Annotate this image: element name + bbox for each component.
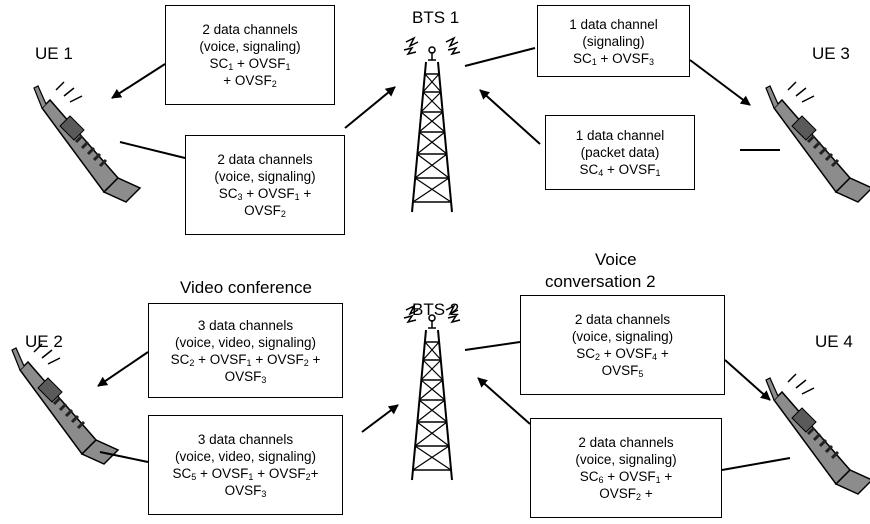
box-line: (voice, signaling)	[214, 169, 316, 184]
box-bts1-downlink-ue1: 2 data channels (voice, signaling) SC1 +…	[165, 5, 335, 105]
box-line-codes: SC4 + OVSF1	[579, 162, 661, 178]
box-line-codes: OVSF2 +	[599, 486, 653, 502]
ue1-label: UE 1	[35, 44, 73, 63]
box-line: 2 data channels	[578, 435, 674, 450]
box-line-codes: SC5 + OVSF1 + OVSF2+	[172, 466, 319, 482]
box-line-codes: OVSF2	[244, 203, 286, 219]
line-ue1-to-box	[119, 141, 186, 159]
ue3-phone-icon	[764, 80, 870, 204]
arrow-box-to-bts2	[361, 404, 399, 433]
box-line-codes: SC1 + OVSF3	[573, 50, 654, 67]
box-line: (voice, video, signaling)	[174, 449, 317, 464]
ue2-label: UE 2	[25, 332, 63, 351]
box-line: (packet data)	[580, 145, 660, 160]
arrow-box-to-bts1	[344, 86, 396, 129]
arrow-ue3-to-bts1	[479, 89, 541, 145]
line-ue4-to-box	[721, 457, 791, 471]
box-line-codes: SC3 + OVSF1 +	[218, 186, 312, 202]
box-line: 2 data channels	[574, 312, 671, 327]
bts2-label: BTS 2	[412, 300, 460, 319]
box-ue1-uplink-bts1: 2 data channels (voice, signaling) SC3 +…	[185, 135, 345, 235]
box-line-codes: OVSF3	[224, 483, 267, 499]
voice-conversation-heading-line2: conversation 2	[545, 272, 656, 291]
box-line: 1 data channel	[575, 128, 665, 143]
box-line: (voice, signaling)	[575, 452, 677, 467]
line-bts1-to-box	[464, 47, 536, 67]
box-line: (voice, video, signaling)	[174, 334, 317, 350]
box-line: 2 data channels	[202, 22, 298, 37]
box-ue2-uplink-bts2: 3 data channels (voice, video, signaling…	[148, 415, 343, 515]
arrow-bts1-to-ue1	[111, 63, 166, 99]
box-line: 1 data channel	[569, 16, 658, 32]
line-ue2-to-box	[99, 451, 149, 463]
line-bts2-to-box	[464, 341, 521, 351]
box-line-codes: + OVSF2	[223, 73, 277, 89]
ue2-phone-icon	[10, 342, 120, 466]
box-line-codes: SC2 + OVSF4 +	[576, 346, 669, 362]
arrow-ue4-to-bts2	[477, 377, 531, 425]
arrow-bts2-to-ue2	[97, 351, 149, 387]
ue3-label: UE 3	[812, 44, 850, 63]
bts1-tower-icon	[403, 37, 461, 213]
voice-conversation-heading-line1: Voice	[595, 250, 637, 269]
box-line-codes: OVSF3	[224, 368, 267, 385]
box-line-codes: SC2 + OVSF1 + OVSF2 +	[170, 351, 321, 368]
box-line: (voice, signaling)	[199, 39, 301, 54]
box-ue4-uplink-bts2: 2 data channels (voice, signaling) SC6 +…	[530, 418, 722, 518]
box-bts1-downlink-ue3: 1 data channel (signaling) SC1 + OVSF3	[537, 5, 690, 77]
box-ue3-uplink-bts1: 1 data channel (packet data) SC4 + OVSF1	[545, 115, 695, 190]
box-line-codes: OVSF5	[601, 363, 644, 379]
box-line: (voice, signaling)	[571, 329, 674, 344]
bts1-label: BTS 1	[412, 8, 460, 27]
box-line: 3 data channels	[197, 317, 294, 333]
box-line: (signaling)	[582, 33, 645, 49]
box-line: 2 data channels	[217, 152, 313, 167]
box-line-codes: SC6 + OVSF1 +	[579, 469, 673, 485]
box-line-codes: SC1 + OVSF1	[209, 56, 291, 72]
arrow-bts1-to-ue3	[689, 59, 751, 106]
arrow-bts2-to-ue4	[724, 359, 771, 401]
bts2-tower-icon	[403, 305, 461, 481]
box-bts2-downlink-ue2: 3 data channels (voice, video, signaling…	[148, 303, 343, 398]
ue4-phone-icon	[764, 372, 870, 496]
video-conference-heading: Video conference	[180, 278, 313, 297]
box-bts2-downlink-ue4: 2 data channels (voice, signaling) SC2 +…	[520, 295, 725, 395]
ue4-label: UE 4	[815, 332, 853, 351]
box-line: 3 data channels	[197, 432, 294, 447]
